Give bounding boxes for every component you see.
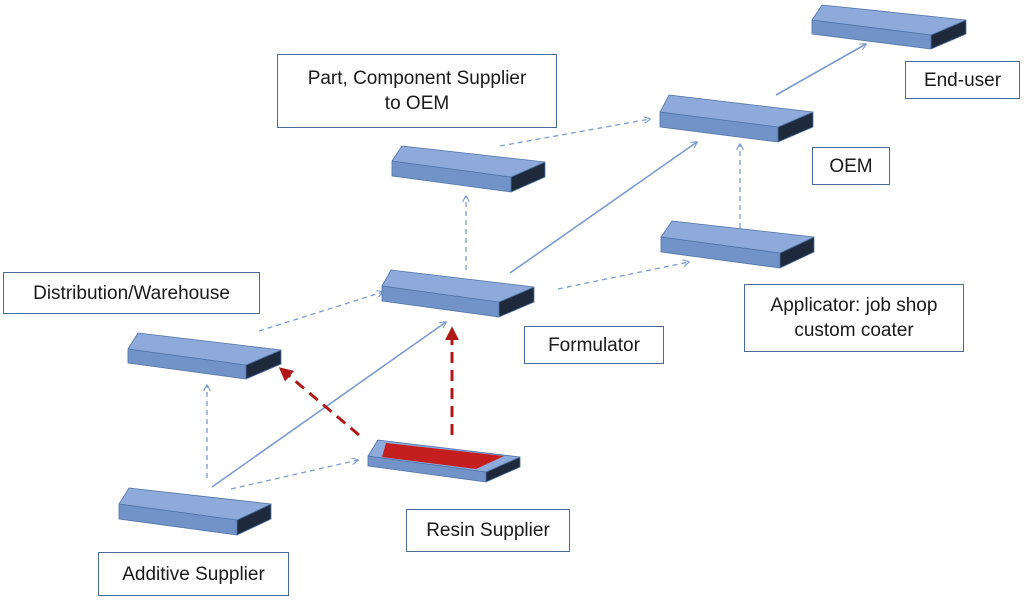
node-distribution-slab	[127, 332, 282, 380]
distribution-slab-top	[127, 332, 282, 366]
edge-formulator-to-applicator	[557, 262, 689, 290]
enduser-slab-top	[811, 4, 967, 36]
edge-distribution-to-formulator	[258, 292, 383, 332]
node-oem-slab	[659, 94, 814, 143]
part-slab-top	[391, 145, 546, 178]
edge-oem-to-enduser	[775, 44, 866, 96]
node-part-slab	[391, 145, 546, 193]
node-label-part: Part, Component Supplier to OEM	[277, 54, 557, 128]
oem-slab-top	[659, 94, 814, 128]
node-label-enduser: End-user	[905, 61, 1020, 99]
resin-slab-highlight	[382, 443, 504, 469]
formulator-slab-top	[381, 269, 535, 303]
node-label-additive: Additive Supplier	[98, 552, 289, 596]
edge-formulator-to-oem	[509, 142, 697, 274]
additive-slab-top	[118, 487, 272, 521]
node-enduser-slab	[811, 4, 967, 50]
node-label-oem: OEM	[812, 147, 890, 185]
edge-additive-to-resin	[230, 460, 358, 490]
node-formulator-slab	[381, 269, 535, 318]
edges-layer	[207, 44, 866, 490]
node-additive-slab	[118, 487, 272, 536]
edge-part-to-oem	[499, 119, 650, 147]
node-label-applicator: Applicator: job shop custom coater	[744, 284, 964, 352]
edge-additive-to-formulator	[211, 322, 446, 488]
node-label-formulator: Formulator	[524, 326, 664, 364]
node-label-distribution: Distribution/Warehouse	[3, 272, 260, 314]
node-label-resin: Resin Supplier	[406, 509, 570, 552]
slabs-layer	[118, 4, 967, 536]
node-applicator-slab	[660, 220, 815, 269]
node-resin-slab	[367, 439, 521, 483]
applicator-slab-top	[660, 220, 815, 254]
edge-resin-to-distribution	[278, 367, 360, 437]
